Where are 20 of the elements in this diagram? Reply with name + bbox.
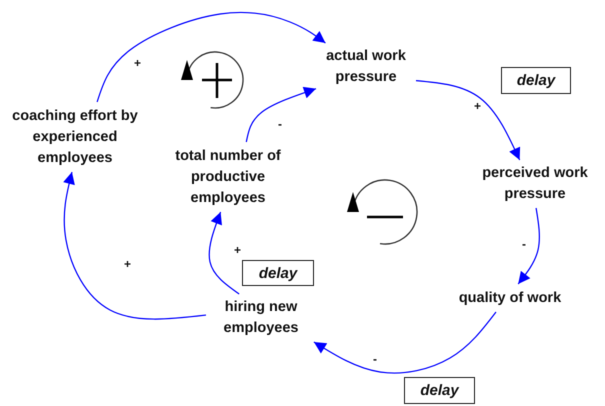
delay-box: delay	[242, 260, 314, 286]
delay-box: delay	[501, 67, 571, 94]
variable-label: coaching effort by experienced employees	[12, 106, 138, 168]
causal-arrow	[63, 172, 206, 320]
polarity-sign: +	[124, 258, 132, 270]
causal-arrow	[416, 80, 520, 160]
causal-arrow	[314, 312, 496, 374]
delay-box: delay	[404, 377, 475, 404]
variable-label: quality of work	[458, 288, 562, 308]
variable-label: actual work pressure	[325, 47, 407, 87]
polarity-sign: +	[474, 100, 482, 112]
variable-label: perceived work pressure	[481, 164, 589, 204]
causal-arrow	[96, 12, 326, 102]
polarity-sign: +	[134, 57, 142, 69]
polarity-sign: +	[234, 244, 242, 256]
variable-label: hiring new employees	[222, 298, 300, 338]
causal-arrow	[518, 208, 540, 284]
causal-arrow	[208, 212, 240, 294]
causal-arrow	[246, 86, 316, 142]
variable-label: total number of productive employees	[174, 146, 282, 208]
